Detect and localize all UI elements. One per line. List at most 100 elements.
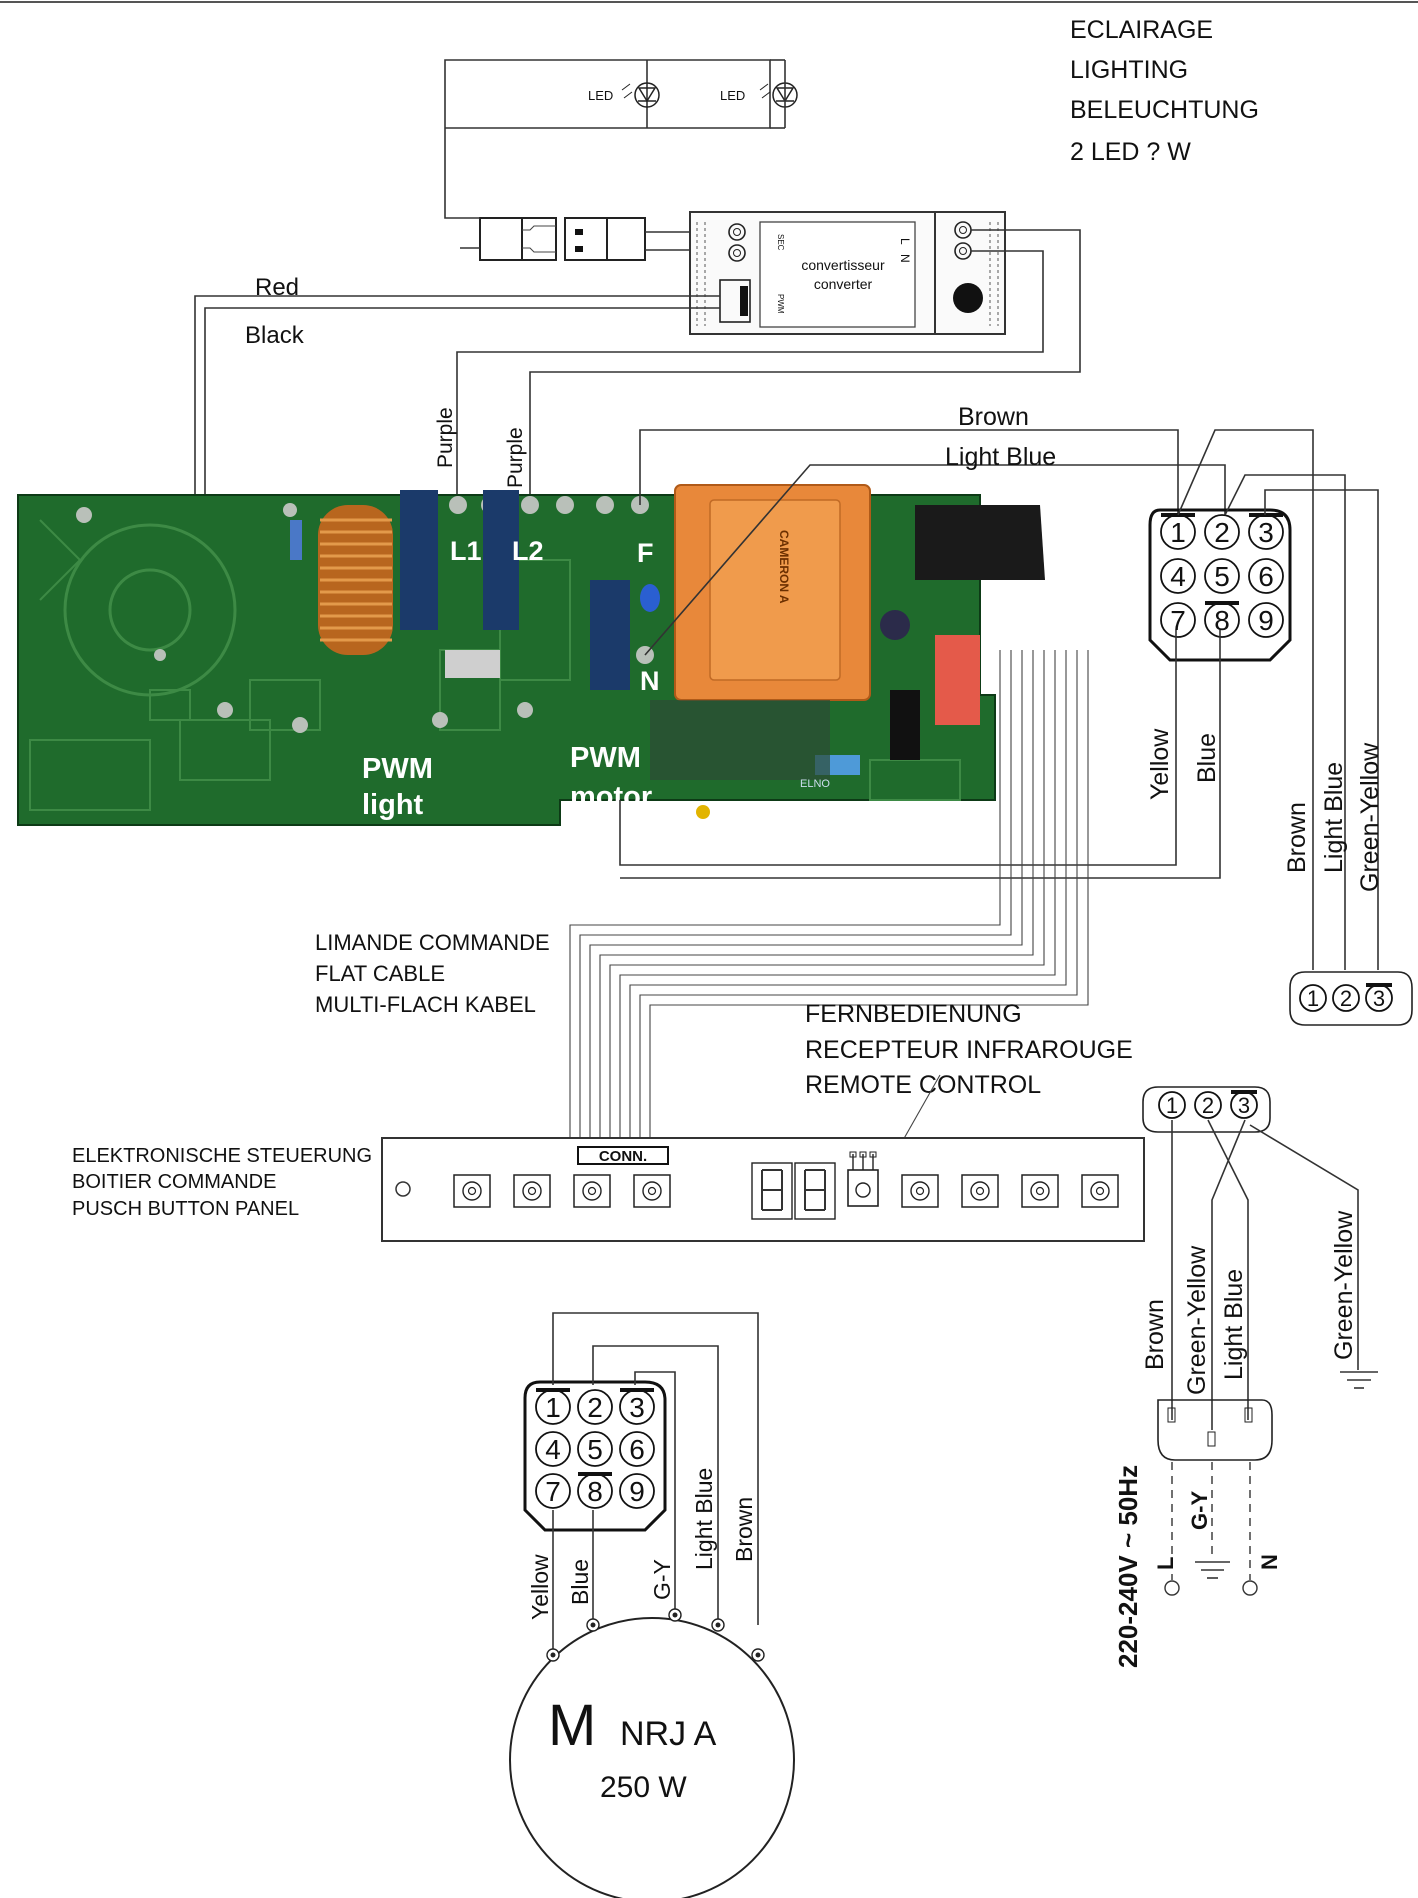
flat-cable-wire xyxy=(579,650,1012,1140)
panel-label-en: PUSCH BUTTON PANEL xyxy=(72,1198,299,1220)
lighting-line-fr: ECLAIRAGE xyxy=(1070,16,1213,44)
flat-cable-wire xyxy=(619,650,1056,1140)
flat-cable-label-de: MULTI-FLACH KABEL xyxy=(315,992,536,1017)
lighting-line-de: BELEUCHTUNG xyxy=(1070,96,1259,124)
flat-cable-wire xyxy=(609,650,1045,1140)
connector-pin-number: 5 xyxy=(587,1434,603,1465)
pwm-light-line2: light xyxy=(362,789,424,821)
remote-label-en: REMOTE CONTROL xyxy=(805,1071,1041,1099)
relay-l2 xyxy=(483,490,519,630)
connector-pin: 6 xyxy=(619,1431,655,1467)
inductor-coil xyxy=(318,505,393,655)
control-board: CAMERON A ELNO L1 L2 F N PWM light PWM m… xyxy=(17,484,1045,826)
connector-pin-number: 1 xyxy=(1307,986,1319,1011)
converter-sec: SEC xyxy=(776,234,785,251)
connector-pin: 9 xyxy=(619,1473,655,1509)
connector-pin-number: 1 xyxy=(545,1392,561,1423)
connector-pin: 4 xyxy=(535,1431,571,1467)
wire-red-label: Red xyxy=(255,274,299,301)
remote-label-fr: RECEPTEUR INFRAROUGE xyxy=(805,1036,1133,1064)
connector-pin-number: 8 xyxy=(587,1476,603,1507)
connector-pin-number: 9 xyxy=(629,1476,645,1507)
connector-pin: 1 xyxy=(1158,1091,1186,1119)
terminal-n: N xyxy=(640,666,660,696)
wire-black-label: Black xyxy=(245,322,305,349)
push-button[interactable] xyxy=(901,1174,939,1208)
wire-brown-label: Brown xyxy=(958,403,1029,431)
connector-pin: 8 xyxy=(1204,601,1240,638)
connector-pin-number: 1 xyxy=(1170,517,1186,548)
conn-label: CONN. xyxy=(599,1148,647,1165)
connector-pin: 6 xyxy=(1248,558,1284,594)
connector-pin: 9 xyxy=(1248,602,1284,638)
mains-n-label: N xyxy=(1257,1554,1282,1570)
connector-pin: 4 xyxy=(1160,558,1196,594)
push-button[interactable] xyxy=(961,1174,999,1208)
connector-pin-number: 3 xyxy=(1373,986,1385,1011)
converter-pwm: PWM xyxy=(776,294,785,314)
motor-power: 250 W xyxy=(600,1771,687,1804)
push-button[interactable] xyxy=(453,1174,491,1208)
connector-pin-number: 4 xyxy=(1170,561,1186,592)
connector-pin: 2 xyxy=(1204,514,1240,550)
converter-pin-n: N xyxy=(898,254,912,263)
terminal-l1: L1 xyxy=(450,536,482,566)
push-button[interactable] xyxy=(513,1174,551,1208)
motor: M NRJ A 250 W xyxy=(509,1608,795,1898)
flat-cable-label-en: FLAT CABLE xyxy=(315,961,445,986)
flat-cable-wire xyxy=(629,650,1067,1140)
wire-light-blue-2-label: Light Blue xyxy=(1320,762,1348,873)
wire-purple-2-label: Purple xyxy=(504,427,527,488)
lighting-power: 2 LED ? W xyxy=(1070,138,1191,166)
seven-segment-display xyxy=(751,1162,836,1220)
flat-cable-wire xyxy=(589,650,1023,1140)
led-plug xyxy=(479,217,523,261)
push-button[interactable] xyxy=(633,1174,671,1208)
motor-wire-brown: Brown xyxy=(731,1497,757,1562)
wire-green-yellow-label: Green-Yellow xyxy=(1356,742,1384,892)
wire-brown-2-label: Brown xyxy=(1283,802,1311,873)
lighting-caption: ECLAIRAGE LIGHTING BELEUCHTUNG 2 LED ? W xyxy=(1070,16,1259,166)
mains-voltage: 220-240V ~ 50Hz xyxy=(1113,1465,1143,1668)
push-button[interactable] xyxy=(1081,1174,1119,1208)
terminal-f: F xyxy=(637,538,654,568)
flat-cable xyxy=(569,650,1089,1140)
earth-icon xyxy=(1195,1561,1230,1579)
push-button[interactable] xyxy=(573,1174,611,1208)
push-button[interactable] xyxy=(1021,1174,1059,1208)
converter-label-en: converter xyxy=(814,276,873,292)
connector-pin: 3 xyxy=(1248,513,1284,550)
lighting-line-en: LIGHTING xyxy=(1070,56,1188,84)
push-button-panel: CONN. xyxy=(381,1137,1145,1242)
relay-l1 xyxy=(400,490,438,630)
connector-pin: 3 xyxy=(1230,1090,1258,1119)
connector-pin-number: 2 xyxy=(1340,986,1352,1011)
motor-model: NRJ A xyxy=(620,1715,717,1753)
connector-pin-number: 3 xyxy=(1258,517,1274,548)
panel-label-de: ELEKTRONISCHE STEUERUNG xyxy=(72,1145,372,1167)
flat-cable-wire xyxy=(569,650,1001,1140)
connector-pin-number: 8 xyxy=(1214,605,1230,636)
wire-blue-label: Blue xyxy=(1193,733,1221,783)
connector-pin: 8 xyxy=(577,1472,613,1509)
ir-receiver-icon xyxy=(847,1151,879,1207)
flat-cable-wire xyxy=(599,650,1034,1140)
connector-pin: 1 xyxy=(1299,984,1327,1012)
converter-label-fr: convertisseur xyxy=(801,257,885,273)
connector-pin: 1 xyxy=(535,1388,571,1425)
mains-wire-brown: Brown xyxy=(1141,1299,1169,1370)
led-1-label: LED xyxy=(588,88,613,103)
connector-pin: 7 xyxy=(1160,602,1196,638)
converter-pin-l: L xyxy=(898,238,912,245)
led-2-label: LED xyxy=(720,88,745,103)
led-icon: LED xyxy=(588,82,660,108)
wire-light-blue-label: Light Blue xyxy=(945,443,1056,471)
connector-pin-number: 7 xyxy=(545,1476,561,1507)
connector-pin-number: 2 xyxy=(587,1392,603,1423)
remote-label-de: FERNBEDIENUNG xyxy=(805,1000,1022,1028)
connector-pin: 3 xyxy=(1365,983,1393,1012)
connector-pin-number: 9 xyxy=(1258,605,1274,636)
